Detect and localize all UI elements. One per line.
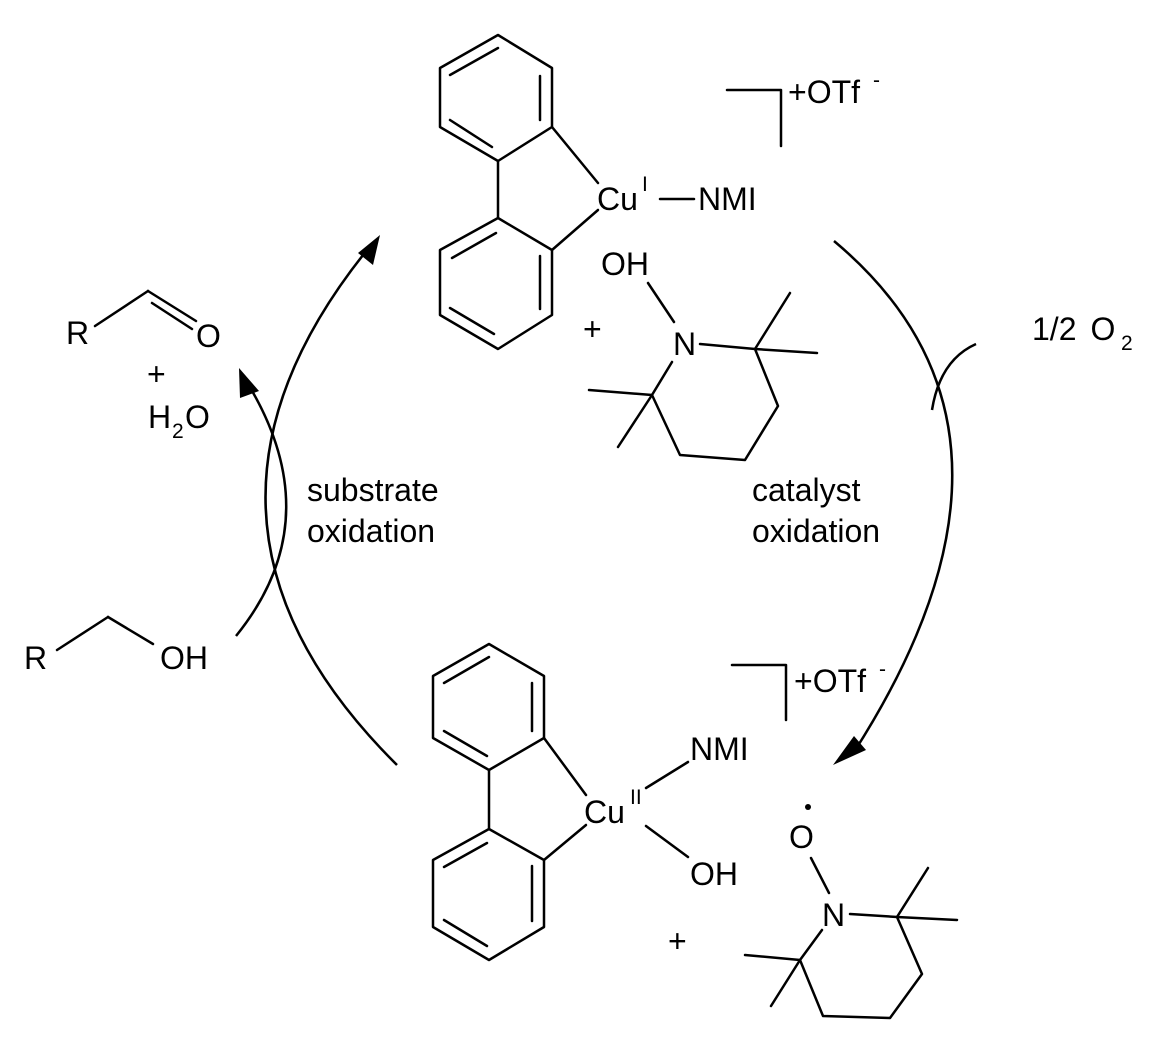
bottom-nmi-ligand: NMI — [690, 731, 749, 767]
top-cu-label: Cu — [597, 181, 638, 217]
tempo-h-ring — [650, 342, 780, 462]
top-counterion: +OTf — [788, 74, 860, 110]
catalyst-oxidation-label-1: catalyst — [752, 472, 861, 508]
water-oxygen: O — [185, 399, 210, 435]
top-cu-complex: Cu I NMI +OTf - — [438, 33, 880, 351]
water-hydrogen: H — [148, 399, 171, 435]
bottom-cu-oxidation-state: II — [630, 786, 642, 809]
catalyst-oxidation-arrow — [833, 240, 954, 753]
top-plus-sign: + — [583, 311, 602, 347]
substrate-oxidation-label-2: oxidation — [307, 513, 435, 549]
top-nmi-ligand: NMI — [698, 181, 757, 217]
oxygen-entry-arrow — [930, 342, 977, 411]
bottom-counterion: +OTf — [794, 663, 866, 699]
tempo-oxygen: O — [789, 819, 814, 855]
aldehyde-plus-sign: + — [147, 356, 166, 392]
substrate-oxidation-arrowhead — [358, 235, 380, 265]
bottom-cu-label: Cu — [584, 794, 625, 830]
water-subscript: 2 — [172, 420, 184, 443]
top-counterion-sign: - — [873, 69, 880, 92]
alcohol-hydroxyl: OH — [160, 640, 208, 676]
top-lower-benzene-ring — [438, 216, 554, 351]
bottom-lower-benzene-ring — [431, 827, 546, 962]
aldehyde-r-group: R — [66, 315, 89, 351]
catalyst-oxidation-label-2: oxidation — [752, 513, 880, 549]
bottom-oh-ligand: OH — [690, 856, 738, 892]
alcohol-to-aldehyde-arrow — [235, 383, 288, 637]
top-upper-benzene-ring — [438, 33, 554, 163]
bottom-cu-complex: Cu II NMI OH +OTf - — [431, 642, 886, 962]
aldehyde-product: R O + H 2 O — [66, 289, 221, 443]
substrate-oxidation-arrow — [264, 249, 398, 766]
bottom-upper-benzene-ring — [431, 642, 546, 772]
tempo-h-cocatalyst: + OH N — [583, 246, 819, 462]
catalyst-oxidation-arrowhead — [833, 736, 866, 765]
alcohol-substrate: R OH — [24, 615, 208, 676]
radical-dot — [805, 804, 811, 810]
tempo-nitrogen: N — [822, 897, 845, 933]
top-cu-oxidation-state: I — [642, 173, 648, 196]
alcohol-to-aldehyde-arrowhead — [239, 368, 259, 398]
alcohol-r-group: R — [24, 640, 47, 676]
tempo-h-hydroxyl: OH — [601, 246, 649, 282]
top-charge-bracket — [725, 88, 783, 148]
aldehyde-oxygen: O — [196, 318, 221, 354]
bottom-plus-sign: + — [668, 923, 687, 959]
tempo-radical-cocatalyst: + O N — [668, 804, 959, 1020]
tempo-radical-ring — [798, 912, 924, 1020]
substrate-oxidation-label-1: substrate — [307, 472, 439, 508]
oxidant-subscript: 2 — [1121, 332, 1133, 355]
tempo-h-nitrogen: N — [673, 326, 696, 362]
bottom-charge-bracket — [730, 663, 788, 722]
bottom-counterion-sign: - — [879, 658, 886, 681]
